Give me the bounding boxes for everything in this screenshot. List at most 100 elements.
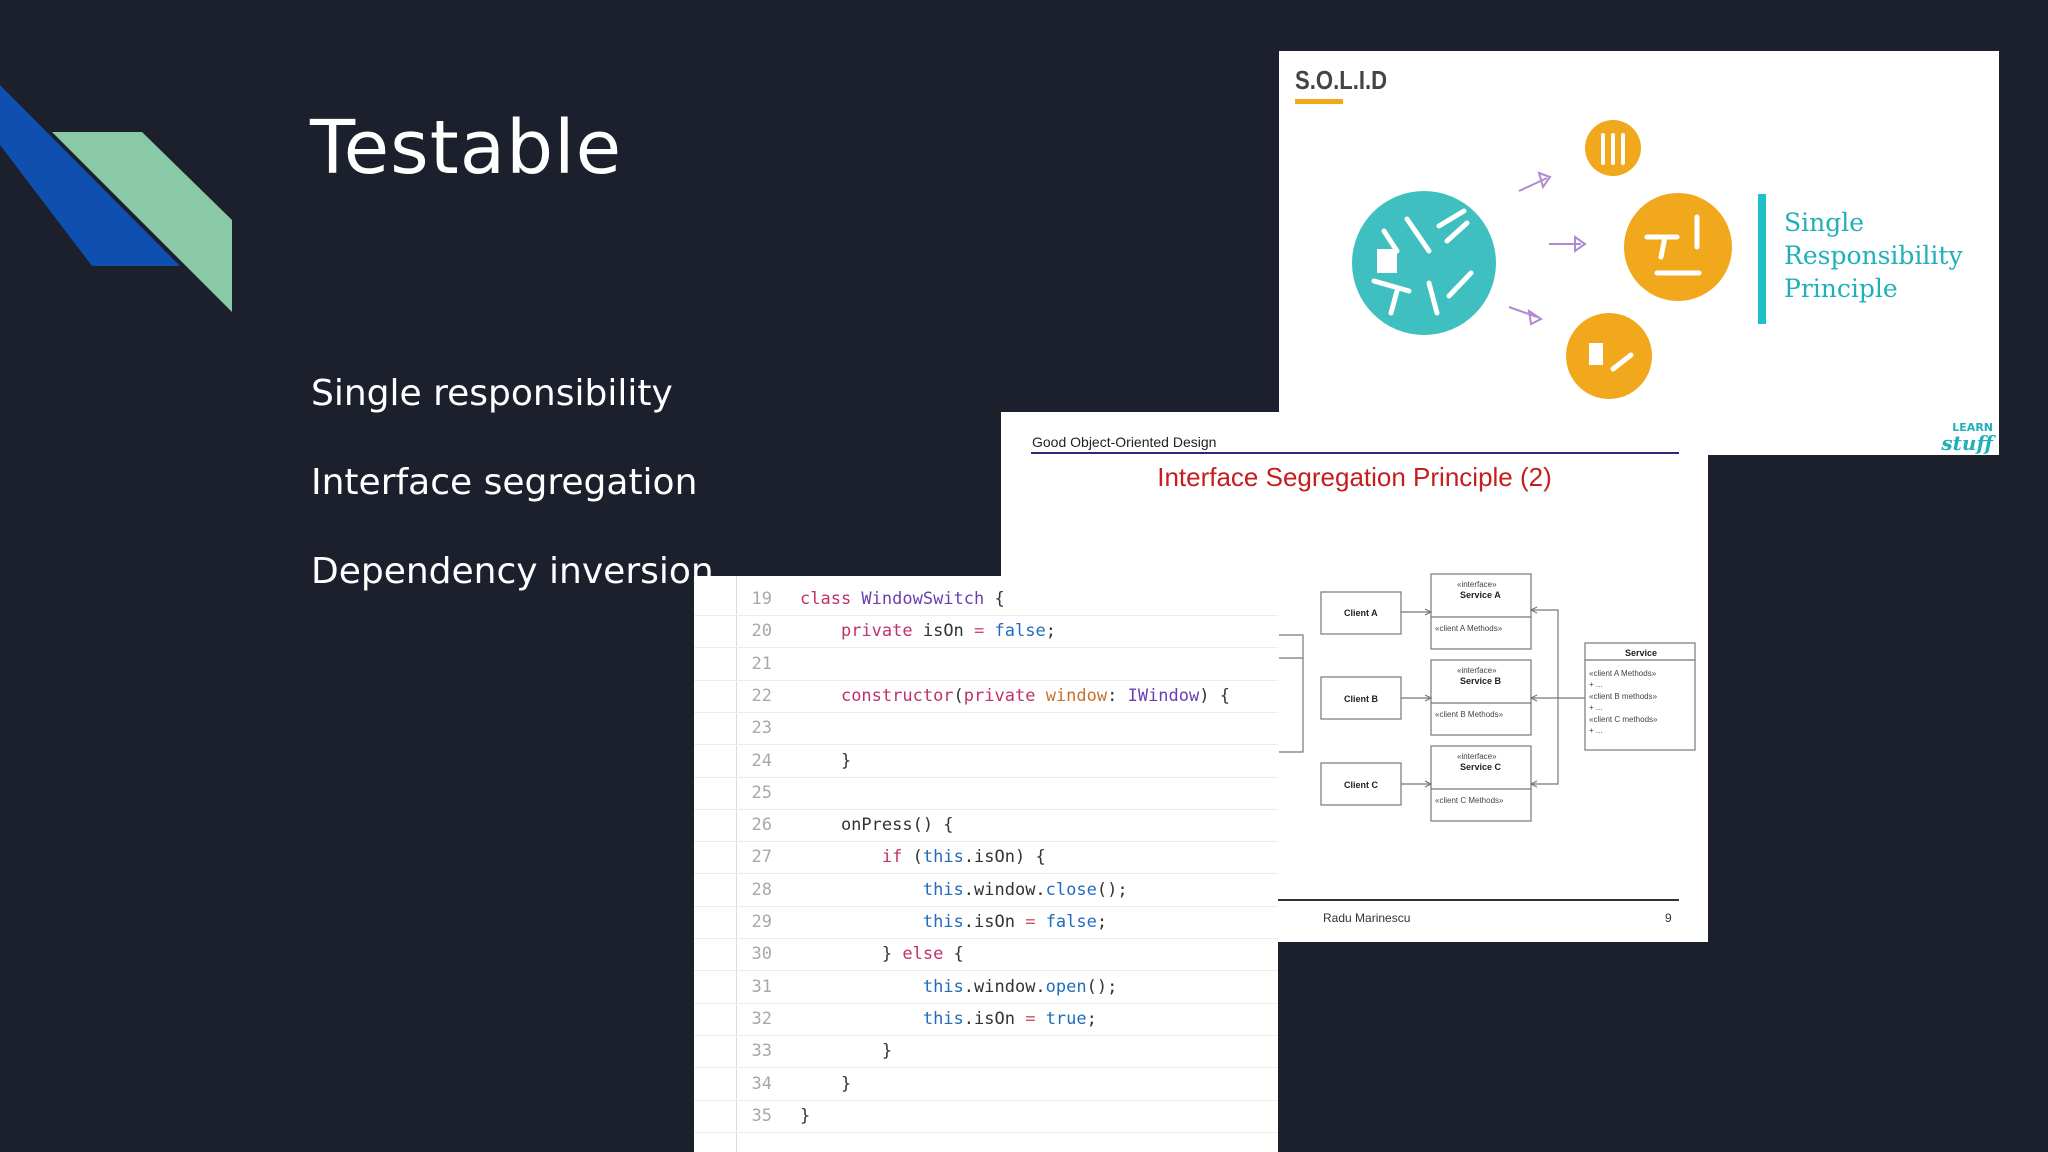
service-a-name: Service A [1460, 590, 1501, 600]
line-number: 19 [751, 589, 772, 609]
tools-icon [1371, 208, 1474, 316]
code-token: window [1045, 685, 1108, 706]
code-token: ( [953, 685, 964, 706]
code-token: if [881, 847, 913, 868]
code-token: .window. [963, 976, 1046, 997]
code-token: ( [912, 847, 923, 868]
code-token: ; [1096, 912, 1108, 932]
line-number: 24 [751, 750, 772, 771]
code-token: (); [1086, 976, 1118, 997]
code-token [800, 621, 841, 641]
code-line: 25 [694, 777, 1278, 810]
code-text: onPress() { [800, 809, 954, 841]
service-c-stereotype: «interface» [1457, 752, 1497, 761]
isp-header: Good Object-Oriented Design [1032, 434, 1217, 450]
service-method-6: + ... [1589, 726, 1603, 735]
code-text: this.isOn = false; [800, 906, 1107, 938]
line-number: 27 [751, 847, 772, 868]
service-c-name: Service C [1460, 762, 1502, 772]
bullet-single-responsibility: Single responsibility [311, 373, 673, 414]
bullet-interface-segregation: Interface segregation [311, 462, 698, 503]
code-text: } [800, 1100, 810, 1132]
service-b-name: Service B [1460, 676, 1502, 686]
code-token: close [1045, 879, 1097, 900]
green-stripe [52, 132, 232, 312]
code-line: 30 } else { [694, 938, 1278, 972]
srp-accent-rule [1758, 194, 1766, 324]
isp-footer-rule [1031, 899, 1679, 901]
code-token: { [953, 944, 964, 965]
code-token: } [800, 1105, 811, 1126]
code-token: } [800, 944, 903, 965]
line-number: 29 [751, 912, 772, 932]
code-text: this.isOn = true; [800, 1003, 1097, 1035]
isp-slide-image: Good Object-Oriented Design Interface Se… [1001, 412, 1708, 942]
service-method-5: «client C methods» [1589, 715, 1658, 724]
code-token: open [1045, 976, 1087, 997]
code-text: } [800, 745, 851, 777]
code-line: 35} [694, 1100, 1278, 1133]
decorative-stripes [0, 85, 232, 312]
line-number: 25 [751, 782, 772, 803]
code-token: else [902, 944, 954, 965]
service-method-2: + ... [1589, 680, 1603, 689]
code-token: this [922, 879, 964, 900]
service-a-methods: «client A Methods» [1435, 624, 1503, 633]
code-token: .isOn [963, 912, 1026, 932]
code-token: (); [1096, 879, 1128, 900]
code-token: = [1025, 1008, 1046, 1029]
code-text: constructor(private window: IWindow) { [800, 680, 1230, 712]
logo-top: LEARN [1952, 421, 1993, 434]
line-number: 34 [751, 1073, 772, 1094]
service-method-1: «client A Methods» [1589, 669, 1657, 678]
isp-uml-diagram: Client A Client B Client C Service A Ser… [1279, 573, 1696, 822]
code-token: isOn [922, 621, 975, 642]
line-number: 30 [751, 944, 772, 965]
line-number: 20 [751, 621, 772, 642]
code-token: { [984, 589, 1005, 609]
code-token: this [922, 912, 964, 932]
code-token: IWindow [1127, 685, 1200, 706]
code-token: } [800, 1041, 893, 1062]
code-token [800, 847, 882, 867]
service-method-4: + ... [1589, 703, 1603, 712]
line-number: 35 [751, 1105, 772, 1126]
solid-header: S.O.L.I.D [1295, 65, 1388, 95]
srp-illustration [1352, 120, 1732, 399]
client-b-label: Client B [1344, 694, 1379, 704]
code-token: = [1025, 912, 1046, 932]
code-text: } [800, 1035, 892, 1067]
line-number: 22 [751, 685, 772, 706]
code-token: onPress() { [800, 815, 954, 836]
code-token: true [1045, 1008, 1087, 1029]
code-line: 31 this.window.open(); [694, 971, 1278, 1004]
service-a-stereotype: «interface» [1457, 580, 1497, 589]
service-b-methods: «client B Methods» [1435, 710, 1504, 719]
code-token: : [1107, 685, 1128, 706]
cutlery-icon [1601, 133, 1625, 165]
code-token: ) { [1199, 685, 1230, 706]
code-token: WindowSwitch [861, 589, 985, 609]
line-number: 26 [751, 815, 772, 836]
code-token: this [922, 1008, 964, 1029]
line-number: 23 [751, 718, 772, 739]
line-number: 33 [751, 1041, 772, 1062]
code-line: 27 if (this.isOn) { [694, 841, 1278, 875]
solid-srp-image: S.O.L.I.D [1279, 51, 1999, 455]
code-line: 24 } [694, 745, 1278, 778]
solid-underline [1295, 99, 1343, 104]
line-number: 32 [751, 1008, 772, 1029]
isp-title: Interface Segregation Principle (2) [1157, 462, 1552, 492]
client-c-label: Client C [1344, 780, 1379, 790]
srp-line-1: Single [1784, 208, 1865, 237]
code-token: .isOn [963, 1008, 1026, 1029]
code-text: this.window.open(); [800, 971, 1118, 1003]
uml-connectors [1279, 606, 1585, 788]
code-token: private [840, 621, 923, 642]
service-name: Service [1625, 648, 1657, 658]
roller-icon [1589, 343, 1634, 372]
isp-footer-author: Radu Marinescu [1323, 911, 1411, 925]
client-a-label: Client A [1344, 608, 1378, 618]
service-box [1584, 642, 1696, 751]
